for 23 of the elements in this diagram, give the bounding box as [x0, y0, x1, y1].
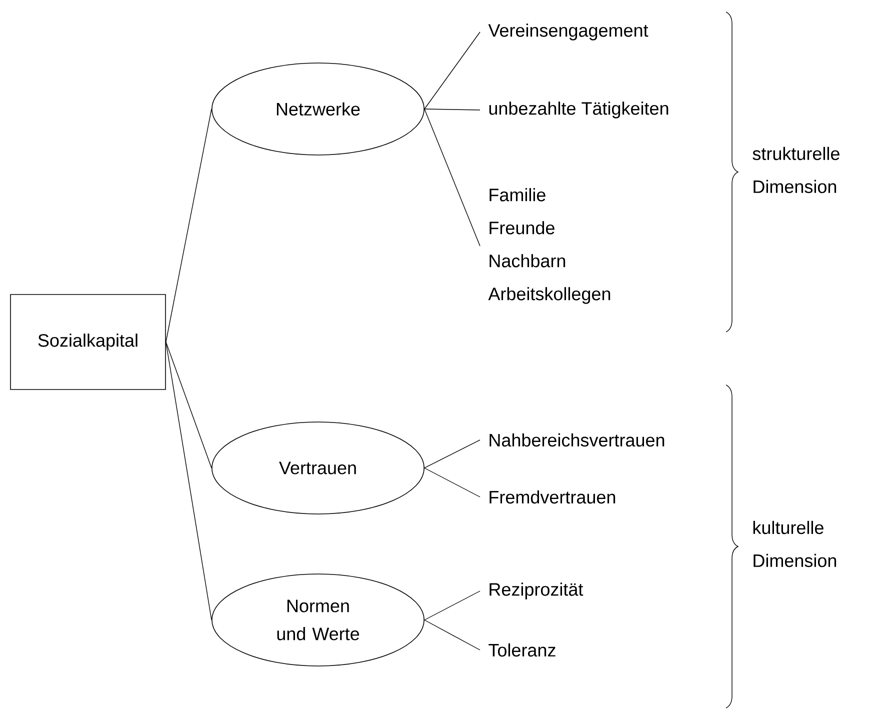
connector-line [424, 108, 480, 246]
connector-line [166, 342, 212, 468]
connector-line [166, 342, 212, 620]
connector-line [166, 108, 212, 342]
dimension-label: strukturelle Dimension [752, 146, 840, 194]
connector-line [424, 440, 480, 468]
item-text: Nahbereichsvertrauen [490, 433, 664, 447]
connector-line [424, 32, 480, 110]
item-text: Vereinsengagement [488, 24, 648, 40]
connector-line [424, 590, 480, 620]
connector-line [424, 620, 480, 650]
oval: Vertrauen [212, 422, 424, 514]
connector-line [424, 108, 480, 110]
dimension-label: kulturelle Dimension [753, 520, 836, 568]
item-text: Toleranz [488, 643, 556, 657]
item-text: Reziprozität [490, 582, 584, 600]
oval: Netzwerke [212, 62, 424, 156]
process-box: Sozialkapital [10, 294, 166, 390]
oval: Normen und Werte [212, 574, 424, 666]
connector-line [424, 468, 480, 498]
item-text: unbezahlte Tätigkeiten [489, 102, 668, 118]
item-list: Familie Freunde Nachbarn Arbeitskollegen [488, 188, 610, 304]
item-text: Fremdvertrauen [490, 490, 616, 504]
